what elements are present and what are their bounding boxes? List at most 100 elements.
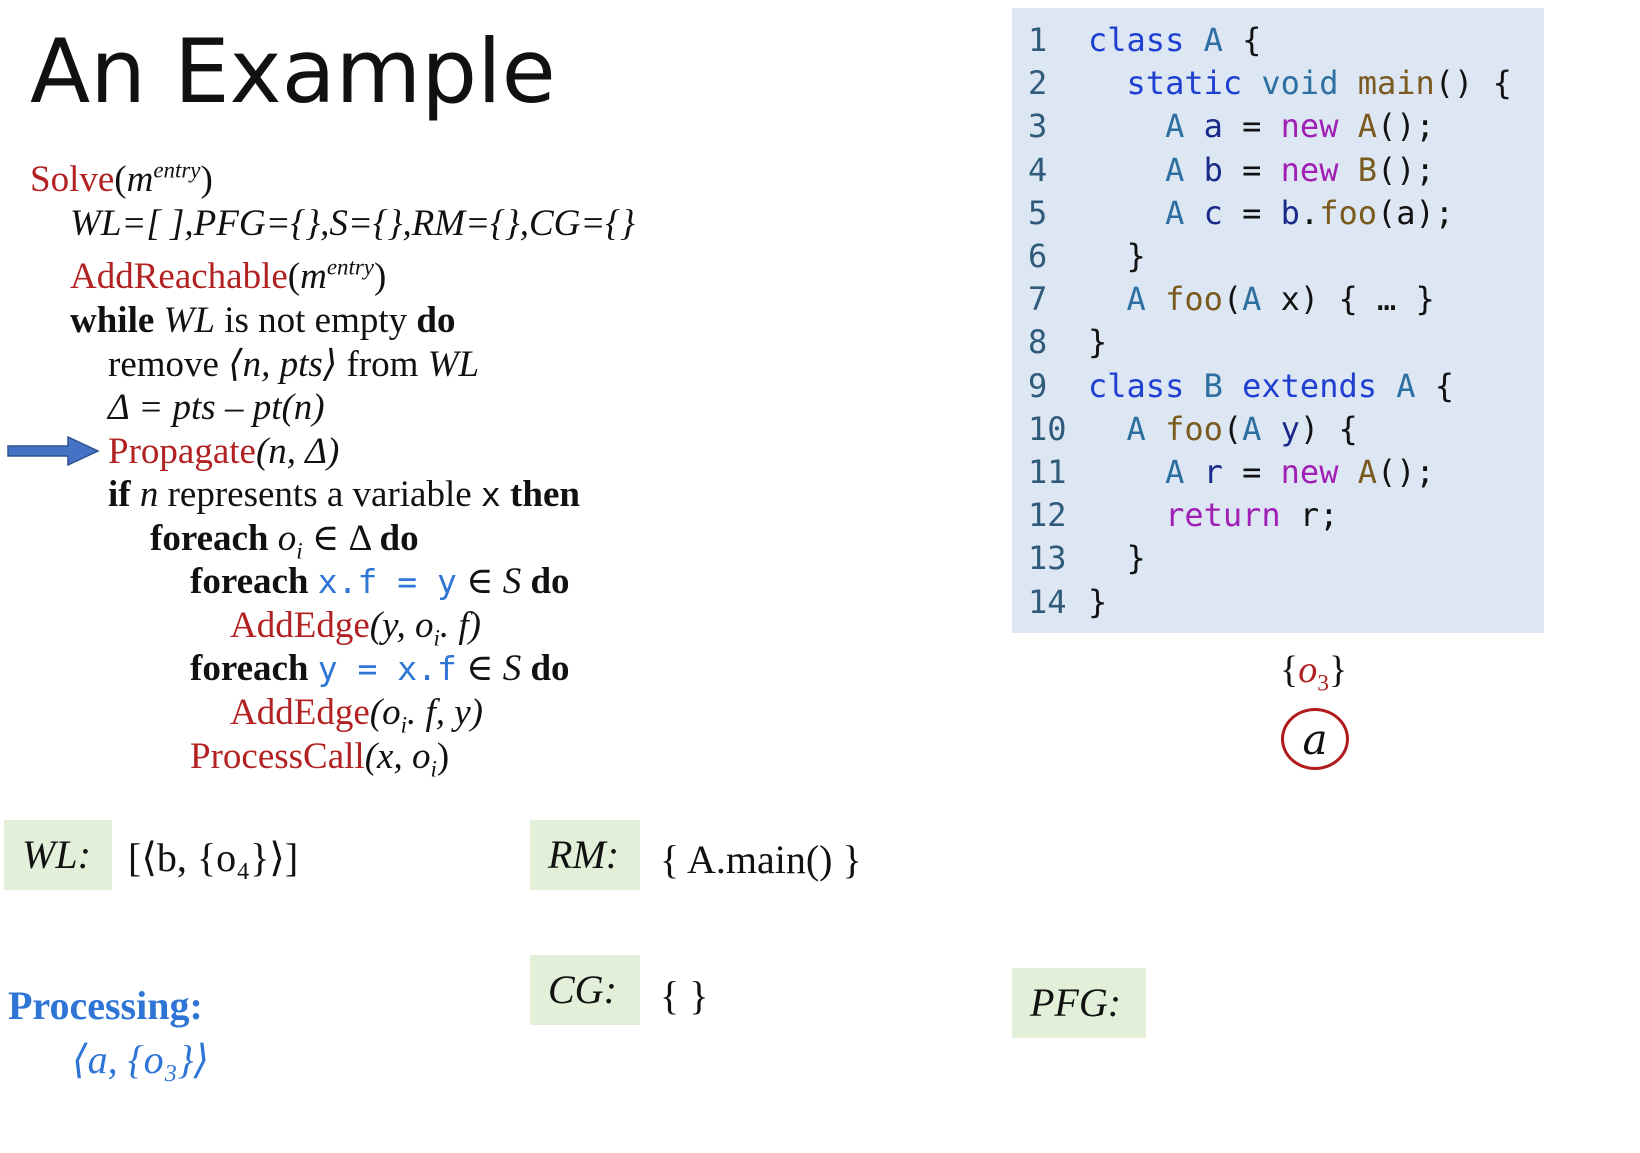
code-token: b bbox=[1203, 150, 1223, 189]
code-token: A bbox=[1396, 366, 1416, 405]
code-token: A bbox=[1165, 107, 1185, 146]
code-token: A bbox=[1357, 453, 1377, 491]
code-token: r; bbox=[1280, 496, 1339, 535]
page-title: An Example bbox=[30, 20, 556, 123]
wl-value: [⟨b, {o₄}⟩] bbox=[128, 835, 299, 880]
addedge-func: AddEdge bbox=[230, 605, 370, 646]
pfg-label: PFG: bbox=[1012, 968, 1146, 1038]
code-token bbox=[1184, 21, 1203, 59]
code-token bbox=[1184, 194, 1203, 232]
processing-value: ⟨a, {o₃}⟩ bbox=[72, 1037, 210, 1082]
code-token: r bbox=[1203, 453, 1223, 491]
code-token: class bbox=[1088, 21, 1185, 59]
algo-line-foreach-oi: foreach oi ∈ Δ do bbox=[150, 518, 419, 564]
code-token bbox=[1184, 453, 1203, 491]
algo-line-propagate: Propagate(n, Δ) bbox=[108, 431, 340, 472]
rm-value: { A.main() } bbox=[660, 837, 862, 882]
code-token: class bbox=[1088, 366, 1185, 405]
code-token: A bbox=[1357, 107, 1377, 146]
code-token bbox=[1338, 64, 1357, 102]
code-token: A bbox=[1203, 21, 1223, 59]
algo-line-init: WL=[ ],PFG={},S={},RM={},CG={} bbox=[70, 203, 635, 244]
code-token bbox=[1184, 107, 1203, 145]
code-token: foo bbox=[1165, 409, 1223, 448]
code-line: 1 class A { bbox=[1012, 19, 1261, 62]
code-token: { bbox=[1222, 21, 1262, 59]
code-line: 4 A b = new B(); bbox=[1012, 149, 1435, 192]
algo-line-while: while WL is not empty do bbox=[70, 300, 456, 341]
code-token: ( bbox=[1222, 409, 1243, 448]
code-token: extends bbox=[1242, 366, 1377, 405]
addreachable-func: AddReachable bbox=[70, 256, 288, 297]
code-line: 8} bbox=[1012, 321, 1107, 364]
code-token: foo bbox=[1319, 193, 1377, 232]
code-line: 11 A r = new A(); bbox=[1012, 451, 1435, 494]
code-line: 3 A a = new A(); bbox=[1012, 105, 1435, 148]
code-token: = bbox=[1222, 193, 1281, 232]
code-token bbox=[1242, 64, 1261, 102]
code-token bbox=[1338, 151, 1357, 189]
processcall-func: ProcessCall bbox=[190, 736, 365, 777]
current-step-arrow-icon bbox=[7, 435, 100, 467]
solve-func: Solve bbox=[30, 159, 115, 200]
code-token bbox=[1223, 367, 1242, 405]
code-token bbox=[1146, 280, 1165, 318]
code-indent bbox=[1088, 410, 1127, 448]
code-token: () { bbox=[1434, 64, 1512, 103]
line-number: 13 bbox=[1028, 539, 1067, 578]
code-indent bbox=[1088, 237, 1127, 275]
pfg-node-a[interactable]: a bbox=[1281, 708, 1349, 770]
algo-line-foreach-load: foreach y = x.f ∈ S do bbox=[190, 648, 570, 689]
code-line: 6 } bbox=[1012, 235, 1146, 278]
line-number: 10 bbox=[1028, 409, 1067, 448]
code-token: = bbox=[1222, 453, 1281, 491]
code-token: (); bbox=[1376, 107, 1435, 146]
code-indent bbox=[1088, 194, 1165, 232]
code-line: 10 A foo(A y) { bbox=[1012, 408, 1358, 451]
code-token: A bbox=[1126, 280, 1146, 319]
code-indent bbox=[1088, 496, 1165, 534]
line-number: 11 bbox=[1028, 453, 1067, 491]
code-token bbox=[1377, 367, 1396, 405]
addedge-func: AddEdge bbox=[230, 692, 370, 733]
code-line: 13 } bbox=[1012, 537, 1146, 580]
code-indent bbox=[1088, 280, 1127, 318]
code-token: A bbox=[1165, 150, 1185, 189]
code-token: x) { … } bbox=[1261, 280, 1435, 319]
code-indent bbox=[1088, 453, 1165, 491]
code-token: A bbox=[1126, 409, 1146, 448]
code-token: main bbox=[1357, 64, 1435, 103]
line-number: 5 bbox=[1028, 193, 1048, 232]
processing-label: Processing: bbox=[8, 983, 203, 1028]
algo-line-addedge-2: AddEdge(oi. f, y) bbox=[230, 692, 483, 738]
line-number: 1 bbox=[1028, 21, 1048, 59]
code-token: (); bbox=[1376, 150, 1435, 189]
code-line: 2 static void main() { bbox=[1012, 62, 1512, 105]
code-token: new bbox=[1280, 453, 1339, 491]
algo-line-solve: Solve(mentry) bbox=[30, 157, 213, 200]
algo-line-processcall: ProcessCall(x, oi) bbox=[190, 736, 450, 782]
code-token: } bbox=[1088, 582, 1108, 621]
cg-label: CG: bbox=[530, 955, 640, 1025]
code-line: 14} bbox=[1012, 581, 1107, 624]
code-token: = bbox=[1222, 150, 1281, 189]
code-token: B bbox=[1203, 366, 1223, 405]
line-number: 6 bbox=[1028, 237, 1048, 275]
code-token: c bbox=[1203, 193, 1223, 232]
code-token: new bbox=[1280, 107, 1339, 146]
line-number: 2 bbox=[1028, 64, 1048, 103]
code-token: (a); bbox=[1376, 193, 1455, 232]
code-token: . bbox=[1299, 193, 1320, 232]
code-token bbox=[1261, 410, 1280, 448]
line-number: 9 bbox=[1028, 366, 1048, 405]
code-line: 5 A c = b.foo(a); bbox=[1012, 192, 1454, 235]
code-token: static bbox=[1126, 64, 1243, 103]
line-number: 14 bbox=[1028, 582, 1067, 621]
code-token: (); bbox=[1376, 453, 1435, 491]
node-a-points-to-set: {o3} bbox=[1280, 649, 1348, 697]
code-token: A bbox=[1242, 409, 1262, 448]
algo-line-remove: remove ⟨n, pts⟩ from WL bbox=[108, 344, 480, 385]
cg-value: { } bbox=[660, 973, 709, 1018]
code-token: void bbox=[1261, 64, 1339, 103]
